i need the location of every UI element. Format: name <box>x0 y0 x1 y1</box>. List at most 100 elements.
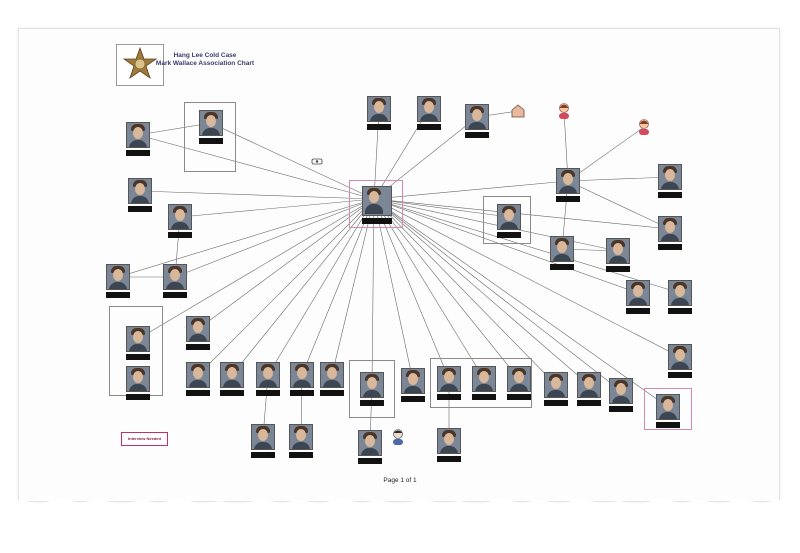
person-node-n8[interactable] <box>106 264 130 300</box>
association-line-21 <box>301 198 375 376</box>
person-node-n20[interactable] <box>126 366 150 402</box>
person-node-n37[interactable] <box>289 424 313 460</box>
person-node-n39[interactable] <box>437 428 461 464</box>
person-node-n16[interactable] <box>626 280 650 316</box>
person-photo <box>186 316 210 342</box>
person-photo <box>497 204 521 230</box>
redaction-bar <box>106 292 130 298</box>
redaction-bar <box>606 266 630 272</box>
person-node-n1[interactable] <box>126 122 150 158</box>
person-node-n31[interactable] <box>507 366 531 402</box>
person-photo <box>658 216 682 242</box>
redaction-bar <box>507 394 531 400</box>
person-node-n14[interactable] <box>550 236 574 272</box>
person-node-center[interactable] <box>362 186 392 226</box>
person-node-n12[interactable] <box>658 164 682 200</box>
redaction-bar <box>186 344 210 350</box>
association-line-5 <box>139 190 375 200</box>
redaction-bar <box>656 422 680 428</box>
person-node-n29[interactable] <box>437 366 461 402</box>
group-box-right <box>483 196 531 244</box>
person-node-n30[interactable] <box>472 366 496 402</box>
child-cartoon-icon <box>390 428 406 446</box>
redaction-bar <box>577 400 601 406</box>
redaction-bar <box>163 292 187 298</box>
person-node-n23[interactable] <box>220 362 244 398</box>
person-node-n10[interactable] <box>497 204 521 240</box>
person-photo <box>668 280 692 306</box>
person-photo <box>437 428 461 454</box>
person-photo <box>290 362 314 388</box>
person-node-n3[interactable] <box>367 96 391 132</box>
sheriff-badge <box>116 44 164 86</box>
person-node-n15[interactable] <box>606 238 630 274</box>
redaction-bar <box>401 396 425 402</box>
person-node-n19[interactable] <box>126 326 150 362</box>
person-photo <box>220 362 244 388</box>
association-line-22 <box>331 198 375 376</box>
person-photo <box>472 366 496 392</box>
person-photo <box>251 424 275 450</box>
association-line-20 <box>267 198 375 376</box>
redaction-bar <box>126 150 150 156</box>
title-line-2: Mark Wallace Association Chart <box>155 59 255 67</box>
interview-needed-legend: Interview Needed <box>121 432 168 446</box>
torn-paper-bottom <box>0 490 800 548</box>
person-node-n34[interactable] <box>609 378 633 414</box>
page-number: Page 1 of 1 <box>383 477 417 484</box>
person-node-n27[interactable] <box>360 372 384 408</box>
redaction-bar <box>358 458 382 464</box>
person-node-n21[interactable] <box>186 316 210 352</box>
person-node-n7[interactable] <box>168 204 192 240</box>
association-line-6 <box>179 198 375 218</box>
person-node-n25[interactable] <box>290 362 314 398</box>
person-photo <box>163 264 187 290</box>
person-node-n11[interactable] <box>556 168 580 204</box>
association-line-10 <box>373 180 569 200</box>
association-line-1 <box>210 122 375 200</box>
person-photo <box>128 178 152 204</box>
person-photo <box>289 424 313 450</box>
redaction-bar <box>437 456 461 462</box>
person-node-n9[interactable] <box>163 264 187 300</box>
person-node-n6[interactable] <box>128 178 152 214</box>
person-photo <box>556 168 580 194</box>
person-photo <box>401 368 425 394</box>
person-node-n32[interactable] <box>544 372 568 408</box>
redaction-bar <box>289 452 313 458</box>
redaction-bar <box>658 244 682 250</box>
person-node-n18[interactable] <box>668 344 692 380</box>
person-node-n2[interactable] <box>199 110 223 146</box>
person-node-n5[interactable] <box>465 104 489 140</box>
person-node-n24[interactable] <box>256 362 280 398</box>
redaction-bar <box>658 192 682 198</box>
redaction-bar <box>668 308 692 314</box>
person-node-n35[interactable] <box>656 394 680 430</box>
person-photo <box>550 236 574 262</box>
person-node-n33[interactable] <box>577 372 601 408</box>
person-photo <box>358 430 382 456</box>
association-line-13 <box>373 198 639 294</box>
redaction-bar <box>290 390 314 396</box>
redaction-bar <box>360 400 384 406</box>
redaction-bar <box>256 390 280 396</box>
person-photo <box>437 366 461 392</box>
person-node-n26[interactable] <box>320 362 344 398</box>
person-node-n13[interactable] <box>658 216 682 252</box>
redaction-bar <box>556 196 580 202</box>
person-node-n22[interactable] <box>186 362 210 398</box>
person-photo <box>577 372 601 398</box>
redaction-bar <box>320 390 344 396</box>
person-node-n4[interactable] <box>417 96 441 132</box>
person-photo <box>186 362 210 388</box>
person-node-n28[interactable] <box>401 368 425 404</box>
person-node-n38[interactable] <box>358 430 382 466</box>
phone-icon <box>311 152 323 165</box>
person-node-n36[interactable] <box>251 424 275 460</box>
chart-title: Hang Lee Cold Case Mark Wallace Associat… <box>150 52 260 67</box>
association-line-24 <box>373 198 414 382</box>
redaction-bar <box>465 132 489 138</box>
association-line-34 <box>567 180 671 230</box>
person-node-n17[interactable] <box>668 280 692 316</box>
